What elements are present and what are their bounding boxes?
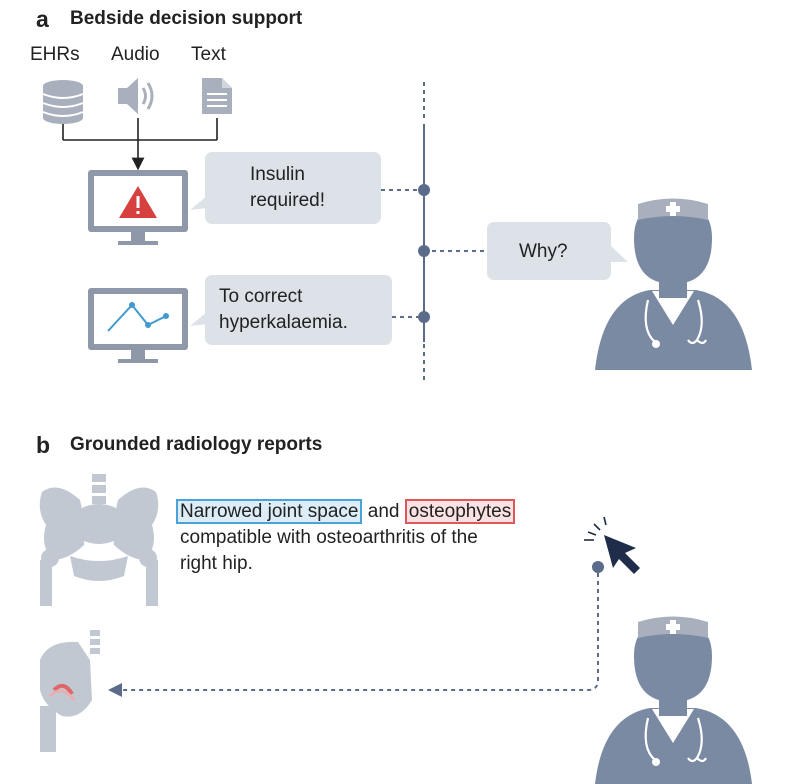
explanation-bubble-line1: To correct <box>219 286 303 307</box>
database-icon <box>42 80 84 124</box>
report-line-2: compatible with osteoarthritis of the <box>180 527 478 548</box>
document-icon <box>202 78 232 114</box>
report-line-3: right hip. <box>180 553 253 574</box>
explain-bubble-tail <box>190 312 207 326</box>
doctor-icon <box>595 616 752 784</box>
report-line-1: Narrowed joint space and osteophytes <box>176 499 516 525</box>
grounding-link <box>108 561 604 697</box>
question-bubble: Why? <box>487 222 611 280</box>
panel-a-title: Bedside decision support <box>70 8 303 29</box>
alert-bubble-line1: Insulin <box>250 164 305 185</box>
cursor-icon <box>584 516 640 574</box>
speaker-icon <box>118 78 154 114</box>
doctor-icon <box>595 198 752 370</box>
alert-bubble: Insulin required! <box>205 152 381 224</box>
alert-bubble-tail <box>190 196 207 210</box>
source-label-text: Text <box>191 44 226 65</box>
line-chart-icon <box>107 302 169 332</box>
monitor-icon <box>88 288 188 363</box>
explanation-bubble-line2: hyperkalaemia. <box>219 312 348 333</box>
source-label-audio: Audio <box>111 44 160 65</box>
highlight-osteophytes[interactable]: osteophytes <box>404 499 516 524</box>
timeline <box>381 82 487 380</box>
explanation-bubble: To correct hyperkalaemia. <box>205 275 392 345</box>
question-bubble-tail <box>610 245 628 262</box>
source-label-ehrs: EHRs <box>30 44 80 65</box>
hip-joint-icon <box>40 630 100 752</box>
radiology-report: Narrowed joint space and osteophytes com… <box>176 499 516 577</box>
panel-b-title: Grounded radiology reports <box>70 434 323 455</box>
question-bubble-text: Why? <box>519 241 568 262</box>
panel-a-letter: a <box>36 6 49 32</box>
source-connector <box>62 118 218 171</box>
warning-icon <box>119 186 157 218</box>
highlight-narrowed-joint-space[interactable]: Narrowed joint space <box>176 499 363 524</box>
panel-b-letter: b <box>36 432 51 458</box>
pelvis-icon <box>39 474 159 606</box>
alert-bubble-line2: required! <box>250 190 325 211</box>
report-connector: and <box>367 501 400 522</box>
